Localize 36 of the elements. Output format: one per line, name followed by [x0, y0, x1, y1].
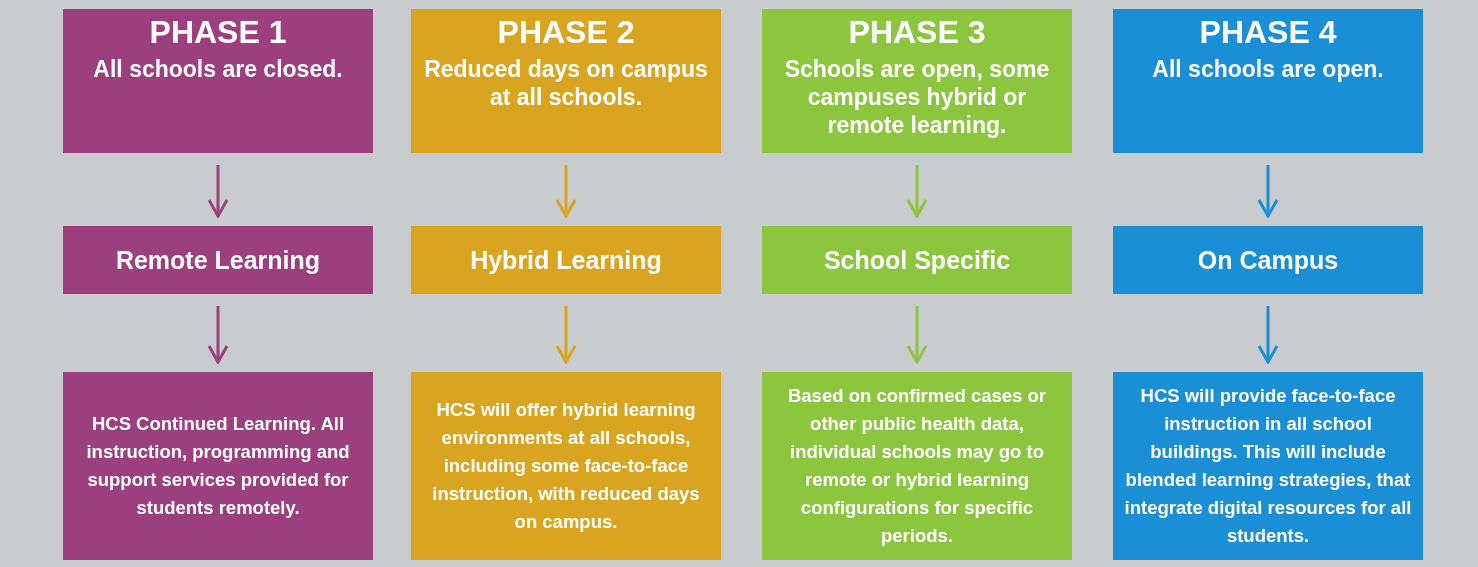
description-text: HCS will provide face-to-face instruction in all school buildings. This will include blended learning strategies, that integrate digital resources for all students.: [1123, 384, 1413, 548]
phase-description: All schools are closed.: [93, 55, 343, 83]
mode-box: [411, 226, 721, 294]
phase-box: [63, 9, 373, 153]
description-box: [411, 372, 721, 560]
phase-title: PHASE 1: [149, 13, 287, 51]
phase-box: [762, 9, 1072, 153]
arrow: [1257, 165, 1279, 218]
mode-box: [762, 226, 1072, 294]
mode-label: Remote Learning: [115, 245, 321, 275]
arrow: [207, 306, 229, 364]
phase-description: Reduced days on campus at all schools.: [423, 55, 709, 111]
phase-title: PHASE 2: [497, 13, 635, 51]
mode-label: On Campus: [1197, 245, 1339, 275]
mode-label: Hybrid Learning: [470, 245, 662, 275]
description-text: Based on confirmed cases or other public health data, individual schools may go to remote or hybrid learning configurations for specific periods.: [786, 384, 1048, 548]
description-box: [63, 372, 373, 560]
arrow: [906, 165, 928, 218]
phase-box: [1113, 9, 1423, 153]
mode-box: [63, 226, 373, 294]
arrow: [906, 306, 928, 364]
phase-description: All schools are open.: [1152, 55, 1384, 83]
arrow: [1257, 306, 1279, 364]
phase-title: PHASE 3: [848, 13, 986, 51]
arrow: [555, 306, 577, 364]
description-text: HCS will offer hybrid learning environments at all schools, including some face-to-face instruction, with reduced days on campus.: [431, 398, 701, 534]
mode-box: [1113, 226, 1423, 294]
arrow: [207, 165, 229, 218]
arrow: [555, 165, 577, 218]
mode-label: School Specific: [823, 245, 1011, 275]
description-box: [762, 372, 1072, 560]
description-text: HCS Continued Learning. All instruction, programming and support services provided for students remotely.: [85, 412, 351, 520]
phase-box: [411, 9, 721, 153]
phase-description: Schools are open, some campuses hybrid or remote learning.: [783, 55, 1051, 139]
description-box: [1113, 372, 1423, 560]
phase-title: PHASE 4: [1199, 13, 1337, 51]
